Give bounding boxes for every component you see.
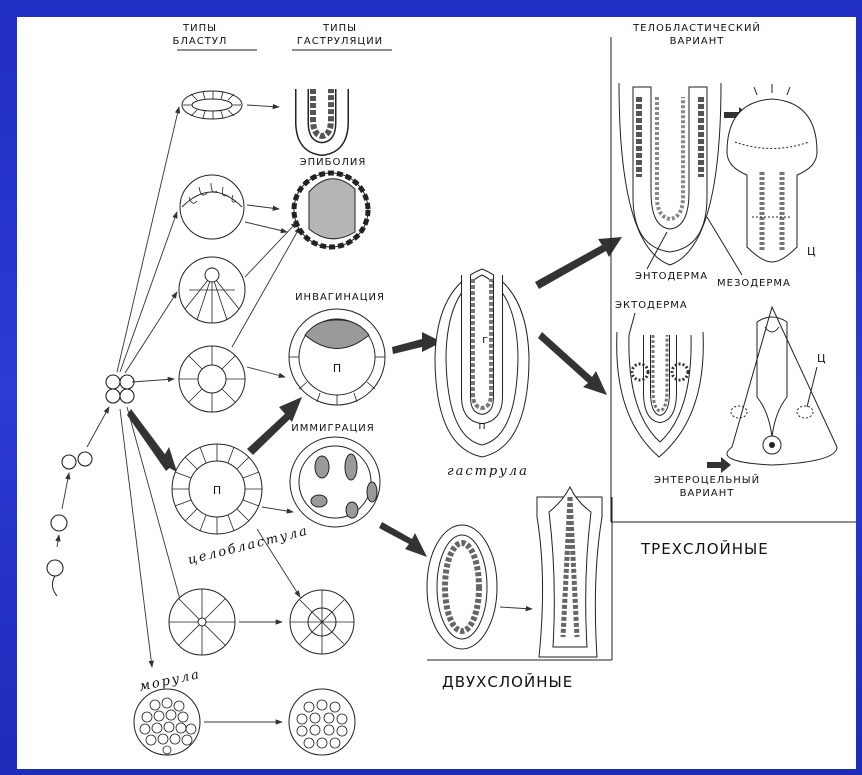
blastula-discoblastula <box>180 175 244 239</box>
central-gastrula: г п <box>435 269 529 457</box>
label-two-layered: ДВУХСЛОЙНЫЕ <box>442 672 573 691</box>
letter-p-invagination: П <box>333 362 341 375</box>
gastrula-invagination: П <box>289 309 385 405</box>
thick-arrow-teloblastic <box>535 237 622 289</box>
blastula-coeloblastula: П <box>172 444 262 534</box>
thick-arrow-enterocoel <box>538 332 607 395</box>
letter-p-gastrula: п <box>478 419 485 432</box>
two-layered-2 <box>537 487 602 657</box>
gastrula-invagination-top <box>302 89 342 149</box>
letter-p-coelo: П <box>213 484 221 497</box>
thick-arrow-right-mid <box>392 332 442 354</box>
gastrula-delamination <box>290 590 354 654</box>
teloblastic-gastrula <box>619 83 721 265</box>
enterocoel-gastrula <box>617 332 704 457</box>
blastula-radial <box>179 257 245 323</box>
letter-c-bottom: Ц <box>817 352 826 365</box>
blastula-morula <box>134 689 200 755</box>
gastrula-morula <box>289 689 355 755</box>
label-gastrula: гаструла <box>447 464 529 479</box>
label-entoderm: ЭНТОДЕРМА <box>635 271 708 282</box>
zygote-progression <box>47 375 134 596</box>
thick-arrow-up <box>247 412 292 455</box>
blastula-discoid <box>182 91 242 119</box>
gastrula-epiboly <box>294 173 368 247</box>
letter-g: г <box>482 333 488 346</box>
label-three-layered: ТРЕХСЛОЙНЫЕ <box>640 539 769 558</box>
blastula-stereo <box>169 589 235 655</box>
two-layered-1 <box>427 525 497 649</box>
thick-arrow-down <box>379 522 427 557</box>
label-invagination: ИНВАГИНАЦИЯ <box>295 292 385 303</box>
thick-arrow-enterocoel-larva <box>707 457 731 473</box>
label-ectoderm: ЭКТОДЕРМА <box>615 300 688 311</box>
blastula-amphiblastula <box>179 346 245 412</box>
label-epiboly: ЭПИБОЛИЯ <box>300 157 367 168</box>
letter-c-top: Ц <box>807 245 816 258</box>
gastrula-immigration <box>290 437 380 527</box>
larva-teloblastic: Ц <box>727 84 817 262</box>
label-mesoderm: МЕЗОДЕРМА <box>717 278 791 289</box>
larva-enterocoel: Ц <box>727 307 837 465</box>
label-immigration: ИММИГРАЦИЯ <box>291 423 374 434</box>
